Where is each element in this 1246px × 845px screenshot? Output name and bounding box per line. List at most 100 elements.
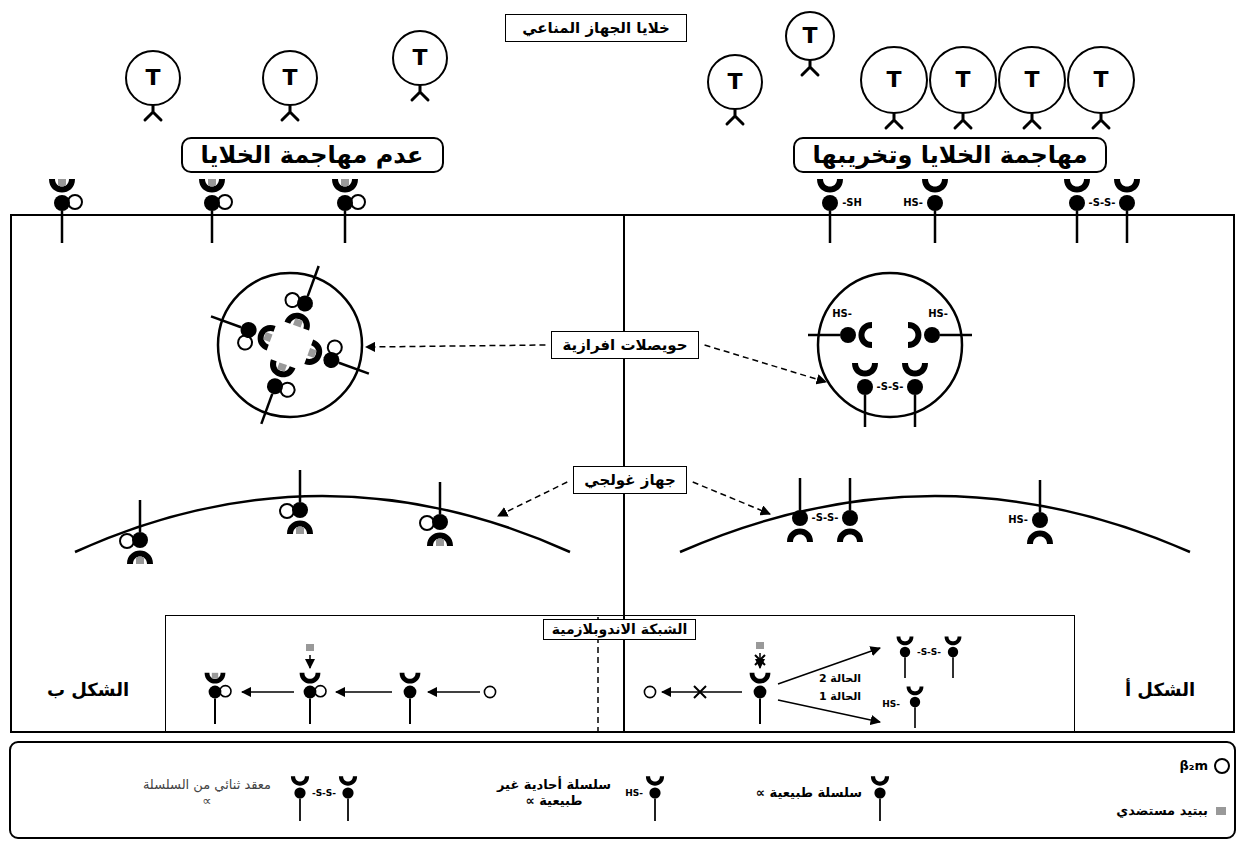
figure-label: الشكل أ [1125,679,1195,701]
mhc-complex [420,482,453,546]
step-arrow [309,655,311,668]
thiol-label: HS- [832,308,852,320]
tcr-receptor [282,106,298,120]
tcr-receptor [802,61,818,75]
legend-box [10,742,1235,838]
cell-letter: T [1093,69,1108,91]
alpha-chain [907,686,924,728]
alpha-beta-pair [300,673,326,724]
organelle-text: حويصلات افرازية [562,336,687,354]
b2m [484,686,495,697]
organelle-text: جهاز غولجي [584,471,675,489]
cell-letter: T [1024,69,1039,91]
membrane-molecules [49,179,1140,243]
mhc-complex [249,359,302,430]
organelle-label: جهاز غولجي [573,466,686,494]
alpha-chain [1064,179,1090,243]
t-cell: T [262,50,318,106]
legend-text: ببتيد مستضدي [1116,803,1208,819]
golgi-membrane [680,496,1190,552]
mhc-complex [204,304,275,357]
golgi-membrane [75,496,570,552]
t-cell: T [860,46,928,114]
t-cell: T [707,54,763,110]
secretory-vesicles [204,259,972,431]
t-cell: T [998,46,1066,114]
golgi [75,470,1190,564]
t-cell: T [125,50,181,106]
er-heading: الشبكة الاندوبلازمية [543,619,697,640]
alpha-chain [852,363,878,427]
block-cross [694,686,706,698]
alpha-chain [945,636,962,678]
banner-text: عدم مهاجمة الخلايا [201,141,424,170]
tcr-receptor [886,114,902,128]
alpha-chain [817,179,843,243]
er-contents [205,617,962,731]
cell-letter: T [802,25,817,47]
blocked-arrow [662,691,742,693]
step-arrow [336,691,392,693]
case-arrow [778,700,880,722]
legend-sample [646,776,664,821]
leader-arrows [366,345,826,516]
alpha-chain [837,478,863,542]
thiol-label: HS- [625,788,643,798]
alpha-chain [1114,179,1140,243]
step-arrow [242,691,294,693]
mhc-complex [49,179,82,243]
thiol-label: -S-S- [1089,197,1116,209]
tcr-receptor [412,86,428,100]
legend-frame [10,742,1235,838]
organelle-label: حويصلات افرازية [551,331,698,359]
mhc-complex [280,470,313,534]
banner-text: مهاجمة الخلايا وتخريبها [813,141,1088,170]
t-cell: T [392,30,448,86]
t-cell: T [929,46,997,114]
cell-letter: T [955,69,970,91]
case-label: الحالة 2 [819,673,861,686]
heading-text: خلايا الجهاز المناعي [522,19,670,37]
peptide [756,642,764,649]
thiol-label: -S-S- [917,647,941,657]
vesicle-outline [818,273,962,417]
tcr-receptor [1093,114,1109,128]
outcome-banner: مهاجمة الخلايا وتخريبها [793,137,1108,174]
peptide [306,644,314,651]
mhc-complex [304,333,375,386]
mhc-complex [332,179,365,243]
legend-text: β₂m [1179,758,1208,774]
tcr-receptor [145,106,161,120]
step-arrow [428,691,480,693]
heading-box: خلايا الجهاز المناعي [505,14,687,42]
alpha-chain [922,179,948,243]
t-cell: T [1067,46,1135,114]
b2m [644,686,655,697]
mhc-complex [278,259,331,330]
alpha-chain [902,363,928,427]
alpha-chain [897,636,914,678]
cell-letter: T [886,69,901,91]
thiol-label: -S-S- [877,381,904,393]
thiol-label: -SH [842,197,862,209]
figure-label: الشكل ب [47,679,129,701]
legend-text: سلسلة أحادية غير طبيعية ∝ [494,777,614,810]
legend-text: سلسلة طبيعية ∝ [756,785,862,801]
cell-letter: T [727,71,742,93]
thiol-label: HS- [1008,514,1028,526]
cell-letter: T [412,47,427,69]
vesicle-outline [218,273,362,417]
cell-panel: الشكل ب [10,214,625,733]
leader-arrow [705,345,826,382]
er-box: الشبكة الاندوبلازمية [165,615,1075,733]
alpha-chain [400,673,421,724]
cell-letter: T [145,67,160,89]
legend-swatches [1216,807,1226,815]
legend-swatch [1216,807,1226,815]
legend-text: معقد ثنائي من السلسلة ∝ [142,777,272,810]
alpha-chain [750,673,771,724]
t-cell: T [785,11,835,61]
tcr-receptor [955,114,971,128]
thiol-label: HS- [928,308,948,320]
